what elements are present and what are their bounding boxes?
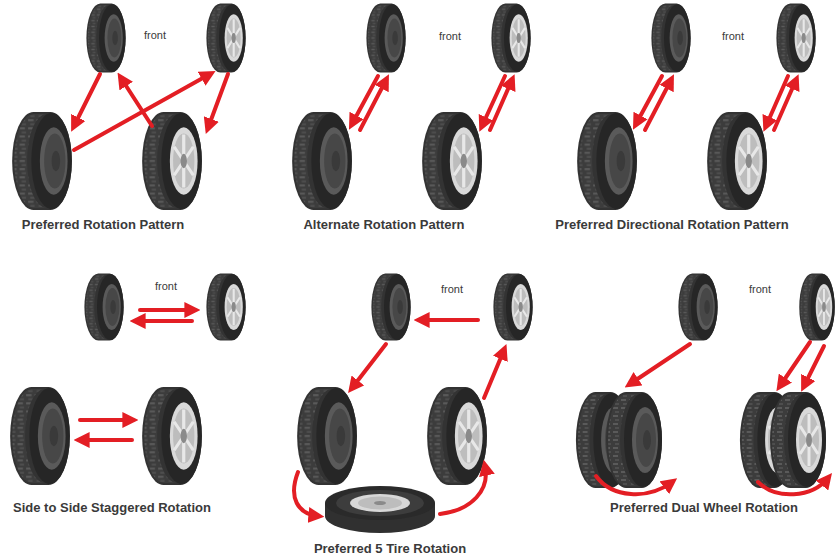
front-marker: front <box>441 283 463 295</box>
rotation-arrow <box>490 80 512 130</box>
tire <box>651 3 690 72</box>
pattern-caption: Alternate Rotation Pattern <box>303 218 464 232</box>
pattern-caption: Side to Side Staggered Rotation <box>13 501 211 515</box>
tire <box>86 3 125 72</box>
tire <box>142 387 202 485</box>
rotation-arrow <box>136 319 192 323</box>
tire <box>84 273 123 340</box>
tire <box>297 387 357 485</box>
rotation-arrow <box>774 80 796 130</box>
rotation-arrow <box>630 344 690 384</box>
rotation-arrow <box>80 418 132 422</box>
tire <box>422 112 482 210</box>
tire <box>10 387 70 485</box>
tire <box>366 3 405 72</box>
rotation-arrows <box>74 74 828 516</box>
tire <box>427 387 487 485</box>
front-marker: front <box>439 30 461 42</box>
tire <box>707 112 767 210</box>
tire <box>491 3 530 72</box>
pattern-caption: Preferred Dual Wheel Rotation <box>610 501 798 515</box>
rotation-arrow <box>74 74 100 126</box>
rotation-arrow <box>74 74 210 150</box>
dual-tire <box>606 392 662 488</box>
front-marker: front <box>722 30 744 42</box>
tire <box>206 3 245 72</box>
tire <box>799 273 834 340</box>
rotation-arrow <box>420 318 478 322</box>
pattern-caption: Preferred Directional Rotation Pattern <box>555 218 788 232</box>
front-marker: front <box>749 283 771 295</box>
rotation-arrow <box>645 80 671 130</box>
rotation-arrow <box>758 478 828 494</box>
rotation-arrow <box>440 466 486 514</box>
tire <box>776 3 815 72</box>
tire <box>206 273 245 340</box>
rotation-arrow <box>140 308 194 312</box>
tire <box>678 273 717 340</box>
rotation-arrow <box>121 78 152 126</box>
rotation-arrow <box>294 472 318 516</box>
tire <box>493 273 532 340</box>
tire <box>371 273 410 340</box>
front-marker: front <box>155 280 177 292</box>
pattern-caption: Preferred 5 Tire Rotation <box>314 542 466 556</box>
rotation-arrow <box>484 350 504 398</box>
rotation-arrow <box>80 438 132 442</box>
spare-tire <box>325 486 435 533</box>
front-marker: front <box>144 29 166 41</box>
dual-tire <box>770 392 826 488</box>
rotation-arrow <box>208 74 228 128</box>
rotation-arrow <box>360 80 386 130</box>
pattern-caption: Preferred Rotation Pattern <box>22 218 185 232</box>
rotation-arrow <box>596 476 672 494</box>
tire <box>577 112 637 210</box>
tire <box>12 112 72 210</box>
tires <box>10 3 835 488</box>
rotation-arrow <box>636 76 662 124</box>
tire <box>292 112 352 210</box>
rotation-arrow <box>804 346 824 386</box>
rotation-arrow <box>352 344 386 388</box>
